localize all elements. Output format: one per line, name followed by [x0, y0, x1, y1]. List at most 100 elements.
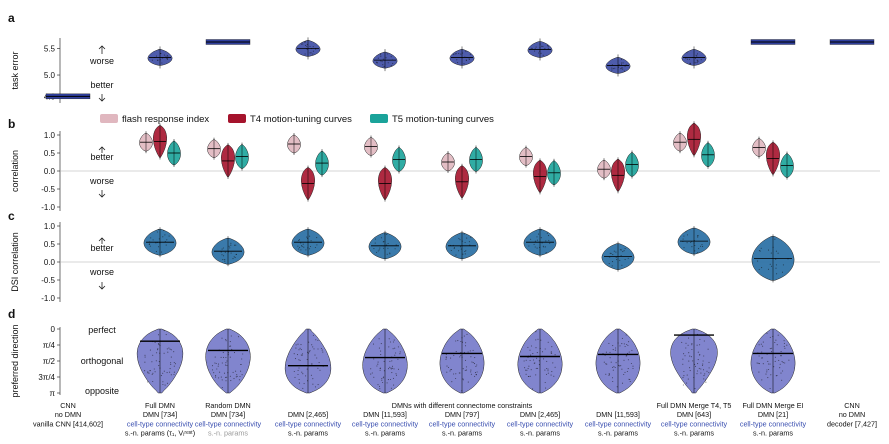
data-point [378, 249, 380, 251]
data-point [697, 359, 699, 361]
data-point [544, 381, 546, 384]
data-point [544, 246, 547, 248]
data-point [231, 348, 233, 350]
data-point [476, 371, 478, 373]
tick-label: 0.5 [44, 240, 56, 249]
data-point [445, 357, 447, 359]
legend-label: flash response index [122, 114, 209, 125]
data-point [705, 381, 707, 383]
data-point [144, 356, 146, 358]
data-point [304, 53, 306, 55]
data-point [389, 253, 391, 255]
data-point [306, 368, 308, 370]
data-point [698, 248, 700, 250]
data-point [465, 366, 468, 368]
data-point [621, 368, 623, 370]
data-point [221, 248, 223, 250]
data-point [685, 57, 687, 59]
data-point [770, 374, 772, 376]
data-point [606, 363, 608, 365]
data-point [470, 369, 472, 371]
violin-a-2 [205, 39, 251, 45]
data-point [220, 356, 222, 358]
data-point [624, 345, 626, 348]
data-point [225, 380, 227, 382]
data-point [535, 347, 537, 349]
data-point [612, 254, 614, 256]
data-point [624, 371, 626, 373]
data-point [152, 380, 154, 383]
x-label-7: DMN [11,593]cell-type connectivitys.-n. … [585, 410, 652, 437]
data-point [524, 367, 526, 369]
data-point [547, 370, 549, 372]
data-point [688, 337, 690, 339]
data-point [389, 366, 391, 368]
x-label-line: DMN [734] [211, 410, 245, 419]
data-point [165, 55, 167, 57]
x-label-line: s.-n. params [598, 429, 638, 438]
data-point [541, 351, 544, 353]
data-point [241, 374, 243, 376]
data-point [704, 379, 706, 381]
data-point [470, 373, 472, 375]
data-point [762, 345, 764, 347]
data-point [165, 244, 167, 246]
data-point [686, 52, 688, 54]
violin-a-1 [147, 46, 173, 69]
violin-b-1-4 [378, 165, 392, 202]
data-point [309, 248, 311, 250]
annotation-worse: worse [89, 267, 114, 277]
data-point [395, 244, 397, 246]
data-point [545, 387, 547, 389]
violin-c-3 [291, 227, 325, 258]
data-point [620, 365, 622, 367]
data-point [774, 360, 776, 362]
data-point [615, 347, 617, 349]
data-point [162, 381, 164, 383]
x-label-line: CNN [844, 401, 860, 410]
data-point [466, 333, 468, 335]
data-point [611, 261, 614, 263]
data-points [220, 242, 237, 262]
data-point [619, 249, 621, 251]
data-point [618, 66, 620, 68]
data-point [298, 239, 300, 242]
data-point [689, 355, 691, 357]
data-point [532, 388, 534, 390]
data-point [472, 349, 474, 351]
violin-a-7 [605, 54, 631, 77]
data-point [530, 238, 532, 240]
data-point [161, 251, 163, 253]
data-point [378, 385, 381, 387]
violin-d-8 [670, 328, 718, 394]
data-point [758, 355, 760, 357]
data-point [169, 368, 171, 370]
data-point [226, 376, 228, 378]
data-point [309, 235, 311, 237]
data-point [537, 233, 540, 235]
data-point [224, 364, 227, 366]
data-point [298, 248, 300, 250]
x-label-line: cell-type connectivity [507, 419, 574, 428]
data-point [386, 253, 388, 255]
data-point [766, 332, 768, 334]
legend-swatch [228, 114, 246, 123]
tick-label: π/4 [43, 341, 56, 350]
data-point [160, 375, 162, 377]
data-point [376, 62, 378, 64]
data-point [306, 358, 308, 361]
data-point [450, 357, 452, 359]
data-point [224, 259, 226, 261]
data-point [460, 53, 462, 55]
data-point [468, 58, 470, 60]
data-point [310, 240, 312, 242]
violin-d-9 [750, 328, 796, 394]
data-point [453, 354, 455, 356]
data-point [144, 354, 146, 356]
data-point [535, 374, 537, 376]
data-point [239, 375, 241, 378]
data-point [387, 247, 389, 249]
data-point [386, 244, 388, 246]
data-point [630, 362, 632, 365]
